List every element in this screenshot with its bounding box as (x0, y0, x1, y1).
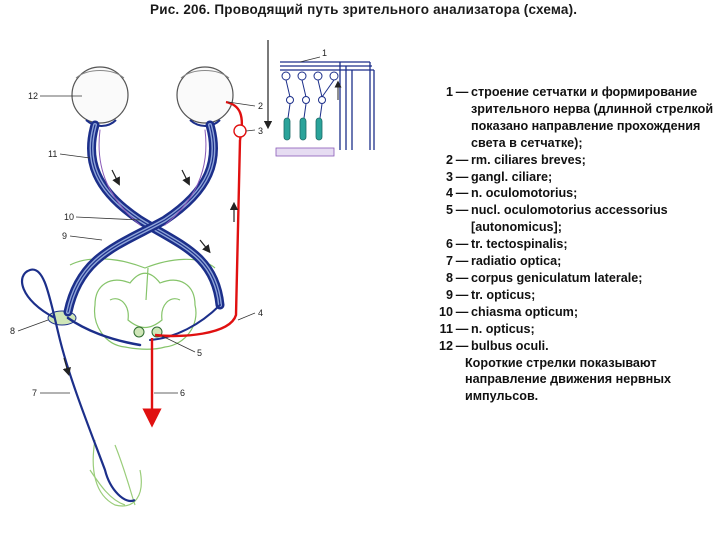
legend-text: rm. ciliares breves; (471, 152, 715, 169)
diagram-label: 5 (197, 348, 202, 358)
legend-number: 11 (425, 321, 453, 338)
legend-number: 9 (425, 287, 453, 304)
legend-item: 4—n. oculomotorius; (425, 185, 715, 202)
leader-lines (18, 57, 320, 393)
legend-text: corpus geniculatum laterale; (471, 270, 715, 287)
legend-text: radiatio optica; (471, 253, 715, 270)
diagram-label: 9 (62, 231, 67, 241)
left-eyeball (72, 67, 128, 126)
legend-text: n. opticus; (471, 321, 715, 338)
optic-pathway-bundles (68, 125, 220, 345)
legend-text: tr. opticus; (471, 287, 715, 304)
legend-item: 7—radiatio optica; (425, 253, 715, 270)
legend-item: 9—tr. opticus; (425, 287, 715, 304)
legend-item: 2—rm. ciliares breves; (425, 152, 715, 169)
diagram-label: 1 (322, 48, 327, 58)
legend-text: строение сетчатки и формирование зритель… (471, 84, 715, 152)
retina-structure-inset (268, 40, 374, 156)
diagram-label: 3 (258, 126, 263, 136)
legend-note: Короткие стрелки показывают направление … (425, 355, 715, 406)
diagram-label: 8 (10, 326, 15, 336)
legend-number: 7 (425, 253, 453, 270)
legend: 1—строение сетчатки и формирование зрите… (425, 84, 715, 405)
legend-item: 1—строение сетчатки и формирование зрите… (425, 84, 715, 152)
legend-item: 5—nucl. oculomotorius accessorius [auton… (425, 202, 715, 236)
legend-text: n. oculomotorius; (471, 185, 715, 202)
diagram-label: 6 (180, 388, 185, 398)
legend-text: gangl. ciliare; (471, 169, 715, 186)
legend-item: 6—tr. tectospinalis; (425, 236, 715, 253)
legend-number: 8 (425, 270, 453, 287)
diagram-label: 12 (28, 91, 38, 101)
legend-number: 2 (425, 152, 453, 169)
legend-item: 3—gangl. ciliare; (425, 169, 715, 186)
legend-item: 10—chiasma opticum; (425, 304, 715, 321)
diagram-label: 11 (48, 149, 57, 159)
legend-item: 11—n. opticus; (425, 321, 715, 338)
legend-text: bulbus oculi. (471, 338, 715, 355)
diagram-label: 4 (258, 308, 263, 318)
legend-number: 10 (425, 304, 453, 321)
legend-number: 12 (425, 338, 453, 355)
legend-item: 8—corpus geniculatum laterale; (425, 270, 715, 287)
diagram-label: 2 (258, 101, 263, 111)
legend-text: tr. tectospinalis; (471, 236, 715, 253)
legend-number: 1 (425, 84, 453, 152)
right-eyeball (177, 67, 233, 126)
legend-number: 5 (425, 202, 453, 236)
legend-number: 3 (425, 169, 453, 186)
diagram-label: 10 (64, 212, 74, 222)
legend-item: 12—bulbus oculi. (425, 338, 715, 355)
legend-number: 6 (425, 236, 453, 253)
legend-text: nucl. oculomotorius accessorius [autonom… (471, 202, 715, 236)
legend-text: chiasma opticum; (471, 304, 715, 321)
diagram-label: 7 (32, 388, 37, 398)
legend-number: 4 (425, 185, 453, 202)
optic-radiation (22, 270, 135, 501)
ciliary-ganglion (234, 125, 246, 137)
